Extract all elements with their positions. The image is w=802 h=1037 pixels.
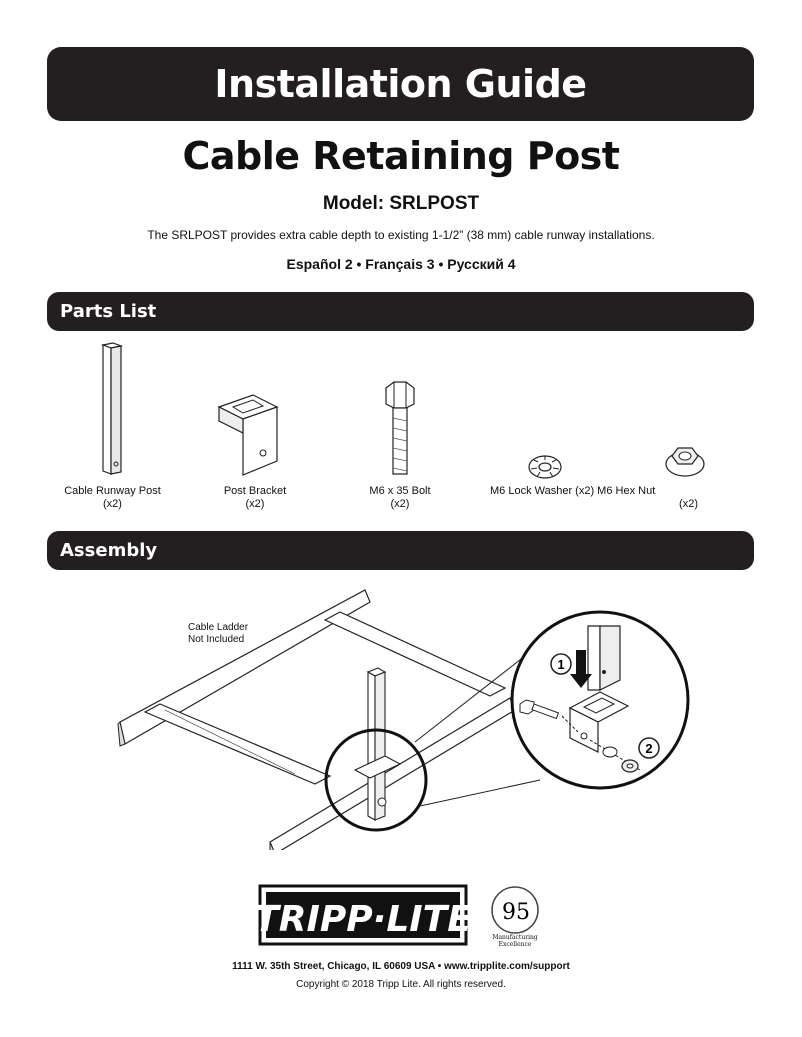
step-1-marker: 1 [557, 657, 564, 672]
parts-list-heading: Parts List [60, 301, 157, 322]
part-label-washer-nut: M6 Lock Washer (x2) M6 Hex Nut (x2) [490, 485, 698, 510]
anniversary-number: 95 [502, 900, 530, 925]
anniversary-caption: Manufacturing Excellence [492, 934, 538, 948]
copyright-notice: Copyright © 2018 Tripp Lite. All rights … [296, 979, 506, 990]
part-label-post-bracket: Post Bracket(x2) [223, 485, 287, 510]
parts-list-header: Parts List [47, 292, 754, 331]
m6-bolt-illustration [385, 381, 415, 475]
post-bracket-illustration [217, 394, 279, 476]
cable-runway-post-illustration [100, 342, 124, 475]
header-banner: Installation Guide [47, 47, 754, 121]
tripp-lite-logo: TRIPP·LITE 95 Manufacturing Excellence [258, 884, 539, 948]
hex-nut-illustration [665, 447, 705, 477]
step-2-marker: 2 [645, 741, 652, 756]
product-description: The SRLPOST provides extra cable depth t… [147, 228, 655, 242]
banner-title: Installation Guide [214, 62, 587, 106]
cable-ladder-callout: Cable Ladder Not Included [188, 622, 249, 645]
lock-washer-illustration [528, 455, 562, 479]
assembly-diagram: 1 2 [117, 589, 690, 850]
document-title: Cable Retaining Post [182, 134, 620, 178]
logo-text: TRIPP·LITE [258, 899, 472, 940]
assembly-heading: Assembly [60, 540, 158, 561]
language-links[interactable]: Español 2 • Français 3 • Русский 4 [286, 256, 516, 272]
model-number: Model: SRLPOST [322, 193, 480, 214]
part-label-bolt: M6 x 35 Bolt(x2) [369, 485, 431, 510]
part-label-runway-post: Cable Runway Post(x2) [64, 485, 161, 510]
company-address: 1111 W. 35th Street, Chicago, IL 60609 U… [232, 961, 570, 972]
assembly-header: Assembly [47, 531, 754, 570]
